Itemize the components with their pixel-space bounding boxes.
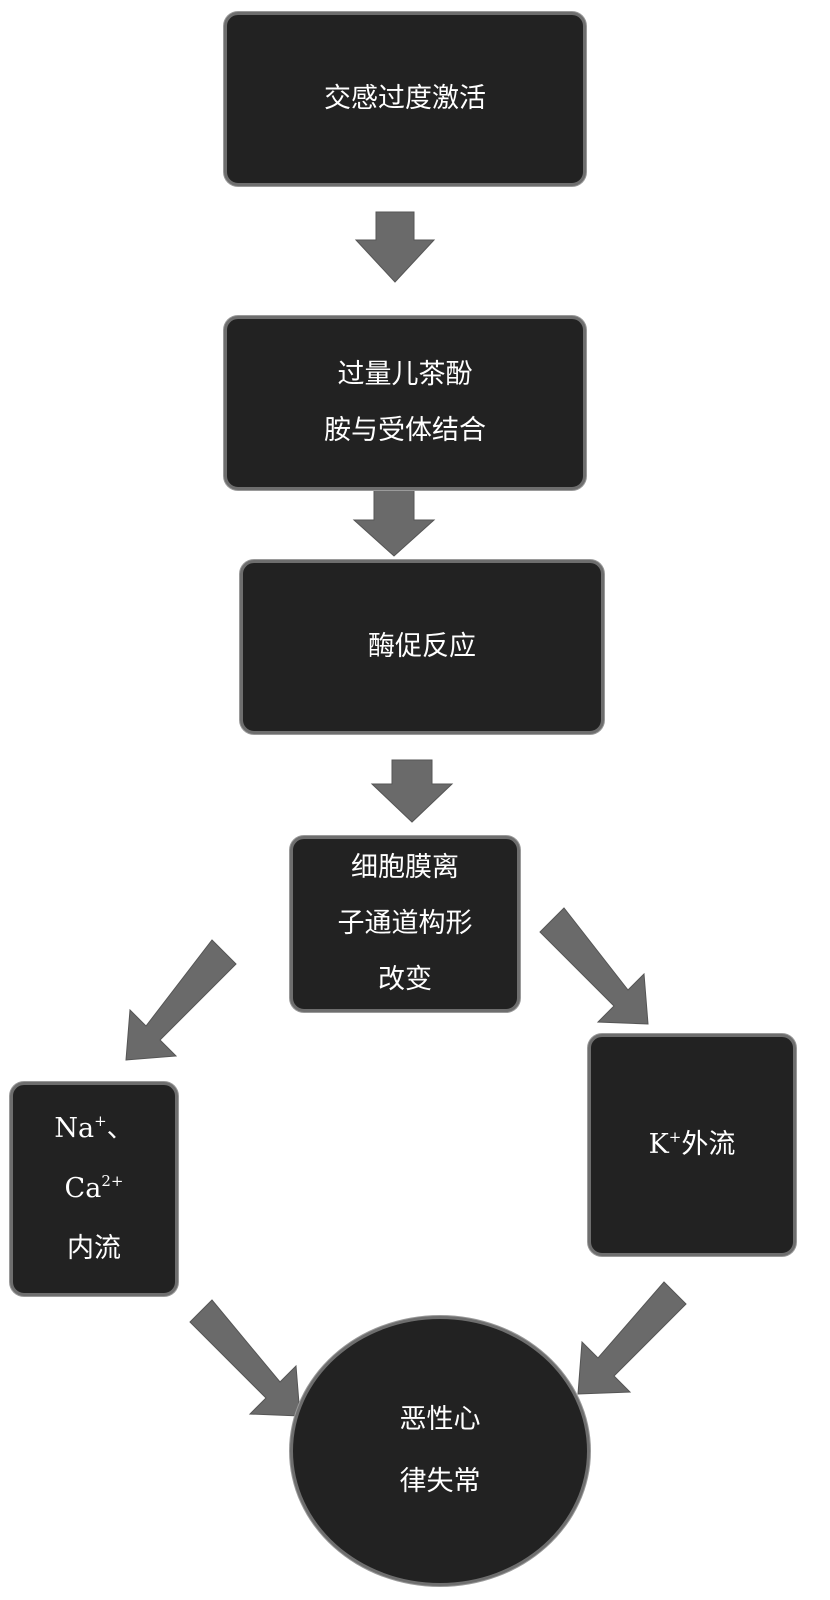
node-text-ca: Ca2+ <box>65 1159 124 1219</box>
node-text: 酶促反应 <box>368 631 476 662</box>
node-k-efflux: K+外流 <box>588 1034 796 1256</box>
node-text: 恶性心 <box>399 1404 481 1435</box>
arrow-n6-to-n7 <box>577 1281 687 1395</box>
arrow-n5-to-n7 <box>189 1299 301 1417</box>
node-catecholamine-binding: 过量儿茶酚 胺与受体结合 <box>224 316 586 490</box>
node-text: 细胞膜离 <box>351 852 459 883</box>
node-text: 内流 <box>67 1233 121 1264</box>
node-text-k: K+外流 <box>649 1117 736 1173</box>
arrow-n4-to-n6 <box>539 907 649 1025</box>
na-symbol: Na <box>54 1113 95 1144</box>
node-text-na: Na+、 <box>54 1099 133 1159</box>
ca-charge: 2+ <box>101 1172 124 1190</box>
na-charge: + <box>94 1112 107 1130</box>
node-malignant-arrhythmia: 恶性心 律失常 <box>290 1316 590 1586</box>
node-text: 改变 <box>378 964 432 995</box>
node-text: 过量儿茶酚 <box>337 359 473 390</box>
k-charge: + <box>668 1128 682 1146</box>
node-text: 交感过度激活 <box>324 83 486 114</box>
node-text: 子通道构形 <box>337 908 473 939</box>
node-enzymatic-reaction: 酶促反应 <box>240 560 604 734</box>
node-na-ca-influx: Na+、 Ca2+ 内流 <box>10 1082 178 1296</box>
node-sympathetic-activation: 交感过度激活 <box>224 12 586 186</box>
ca-symbol: Ca <box>64 1173 102 1204</box>
node-text: 律失常 <box>399 1466 481 1497</box>
arrow-n2-to-n3 <box>352 489 436 557</box>
arrow-n4-to-n5 <box>125 939 237 1061</box>
separator: 、 <box>106 1113 134 1144</box>
k-efflux-label: 外流 <box>681 1129 736 1160</box>
arrow-n3-to-n4 <box>370 759 454 823</box>
node-ion-channel-change: 细胞膜离 子通道构形 改变 <box>290 836 520 1012</box>
k-symbol: K <box>648 1129 669 1160</box>
arrow-n1-to-n2 <box>354 211 436 283</box>
node-text: 胺与受体结合 <box>324 415 486 446</box>
